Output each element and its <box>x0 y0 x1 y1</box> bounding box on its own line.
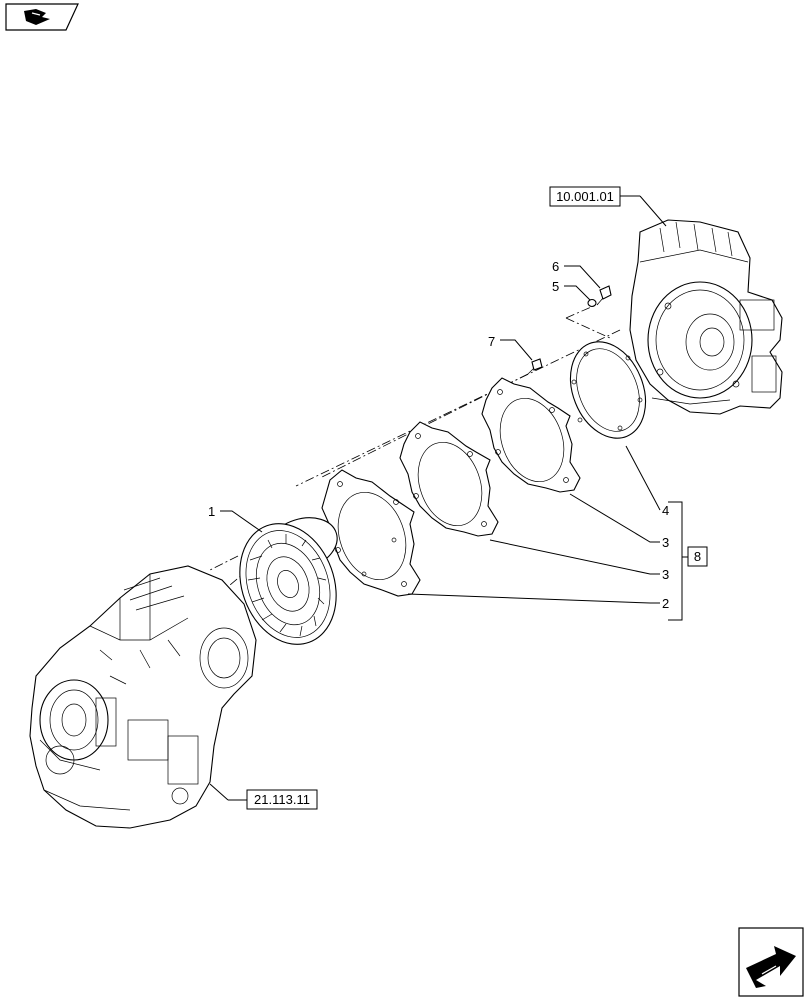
ref-box-engine[interactable]: 10.001.01 <box>549 186 621 207</box>
prev-page-button[interactable] <box>5 3 79 31</box>
ref-label-engine: 10.001.01 <box>556 189 614 204</box>
callout-8: 8 <box>694 549 701 564</box>
callout-3-upper: 3 <box>662 535 669 550</box>
next-page-arrow-icon <box>746 946 796 988</box>
gasket-4 <box>569 341 647 439</box>
previous-page-arrow-icon <box>24 9 50 25</box>
callout-2: 2 <box>662 596 669 611</box>
transmission-assembly <box>29 565 257 829</box>
bolt-assembly-6 <box>596 285 612 306</box>
bolt-7 <box>527 358 543 375</box>
ref-box-transmission[interactable]: 21.113.11 <box>246 789 318 810</box>
callout-5: 5 <box>552 279 559 294</box>
torque-converter-1 <box>239 517 338 645</box>
callout-4: 4 <box>662 503 669 518</box>
callout-3-lower: 3 <box>662 567 669 582</box>
next-page-button[interactable] <box>738 927 804 997</box>
callout-1: 1 <box>208 504 215 519</box>
callout-7: 7 <box>488 334 495 349</box>
drive-plate-3-upper <box>481 377 581 493</box>
kit-bracket <box>668 501 688 621</box>
callout-6: 6 <box>552 259 559 274</box>
engine-assembly <box>629 219 783 415</box>
ref-label-transmission: 21.113.11 <box>254 792 310 807</box>
kit-reference-box[interactable]: 8 <box>687 546 708 567</box>
drive-plate-3-lower <box>399 421 499 537</box>
washer-5 <box>587 298 597 308</box>
drive-plate-2 <box>321 469 421 597</box>
